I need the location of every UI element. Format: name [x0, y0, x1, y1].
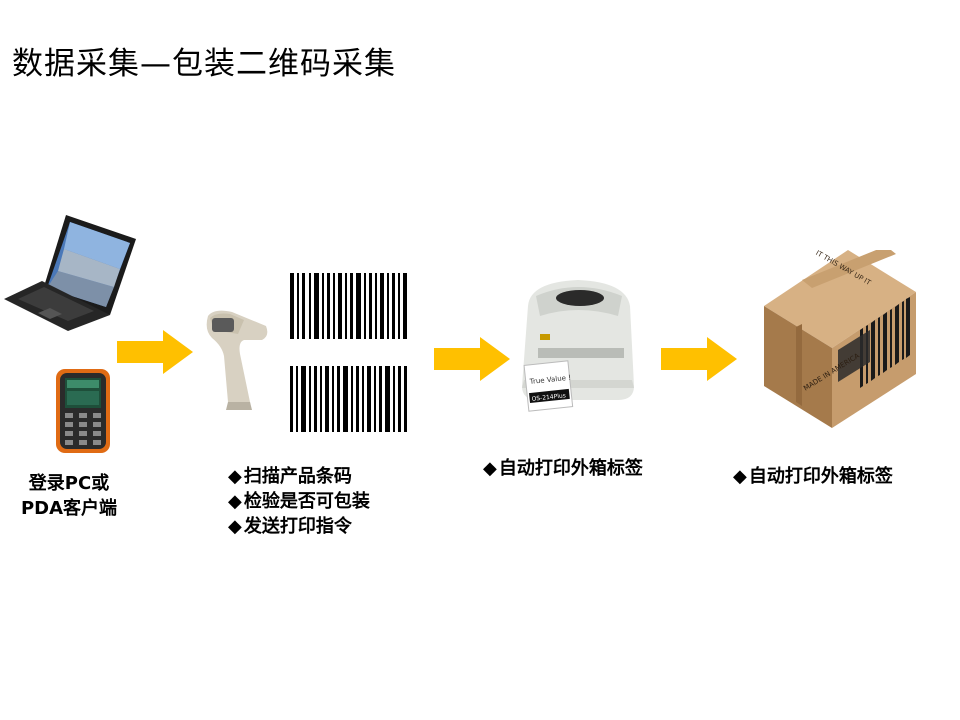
box-caption: 自动打印外箱标签 — [733, 464, 893, 489]
client-caption-line: PDA客户端 — [20, 498, 118, 519]
scanner-caption-line: 发送打印指令 — [228, 514, 370, 539]
client-caption-line: 登录PC或 — [28, 473, 110, 494]
scanner-caption-line: 检验是否可包装 — [228, 489, 370, 514]
arrow-right-icon — [117, 330, 193, 374]
pda-icon — [50, 367, 116, 459]
client-caption: 登录PC或 PDA客户端 — [14, 471, 124, 521]
shipping-box-icon: IT THIS WAY UP IT MADE IN AMERICA — [760, 246, 920, 434]
arrow-right-icon — [661, 337, 737, 381]
printer-label-text: OS-214Plus — [531, 392, 566, 403]
printer-caption: 自动打印外箱标签 — [483, 456, 643, 481]
page-title: 数据采集—包装二维码采集 — [12, 46, 396, 82]
barcode-icon — [288, 273, 408, 343]
barcode-icon — [288, 366, 408, 436]
laptop-icon — [2, 213, 140, 339]
label-printer-icon: True Value ! OS-214Plus — [518, 276, 638, 430]
box-caption-line: 自动打印外箱标签 — [733, 464, 893, 489]
scanner-caption-line: 扫描产品条码 — [228, 464, 370, 489]
arrow-right-icon — [434, 337, 510, 381]
printer-caption-line: 自动打印外箱标签 — [483, 456, 643, 481]
scanner-caption: 扫描产品条码 检验是否可包装 发送打印指令 — [228, 464, 370, 539]
barcode-scanner-icon — [204, 306, 270, 416]
